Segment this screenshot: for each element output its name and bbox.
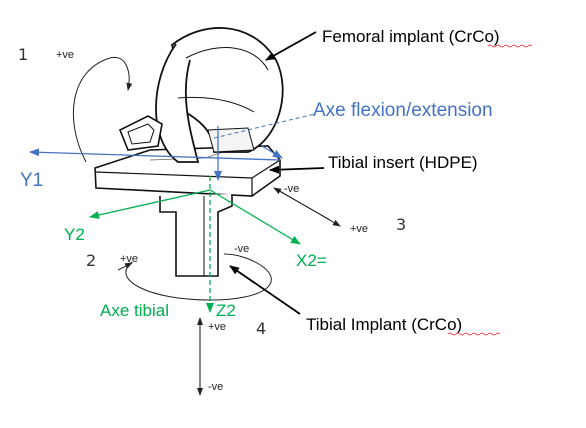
femoral-implant-label: Femoral implant (CrCo): [322, 27, 500, 46]
neg-label-2: -ve: [234, 243, 249, 255]
z2-label: Z2: [216, 301, 236, 320]
pos-label-4: +ve: [208, 321, 226, 333]
y1-label: Y1: [20, 170, 43, 191]
tibial-implant-label: Tibial Implant (CrCo): [306, 315, 462, 334]
x2-axis-line: [209, 189, 301, 245]
squiggle-crco-2: [447, 332, 501, 336]
rotation-arrow-1: [73, 56, 133, 163]
x2-label: X2=: [296, 251, 327, 270]
rotation-ellipse-tick: [117, 262, 133, 271]
callout-femoral: [265, 31, 317, 61]
pos-label-3: +ve: [350, 223, 368, 235]
pos-label-1: +ve: [56, 49, 74, 61]
axe-tibial-label: Axe tibial: [100, 301, 169, 320]
tibial-insert-label: Tibial insert (HDPE): [328, 153, 478, 172]
y2-axis-line: [89, 189, 211, 219]
neg-label-4: -ve: [208, 381, 223, 393]
axe-flexion-dashed: [213, 113, 316, 139]
axe-flexion-line: [29, 148, 281, 161]
callout-tibial: [229, 265, 301, 315]
squiggle-crco-1: [487, 44, 533, 48]
tibial-stem-shape: [159, 194, 233, 277]
axe-flexion-arrow: [261, 145, 283, 159]
y2-label: Y2: [64, 225, 85, 244]
marker-1: 1: [18, 45, 28, 64]
callout-insert: [269, 165, 325, 174]
marker-2: 2: [86, 251, 96, 270]
marker-3: 3: [396, 215, 406, 234]
direction3-arrow-back: [273, 187, 331, 221]
marker-4: 4: [256, 319, 266, 338]
rotation-ellipse-2: [125, 253, 272, 301]
pos-label-2: +ve: [120, 253, 138, 265]
neg-label-3: -ve: [284, 183, 299, 195]
femoral-implant-shape: [118, 27, 284, 163]
axe-flexion-label: Axe flexion/extension: [313, 100, 493, 121]
